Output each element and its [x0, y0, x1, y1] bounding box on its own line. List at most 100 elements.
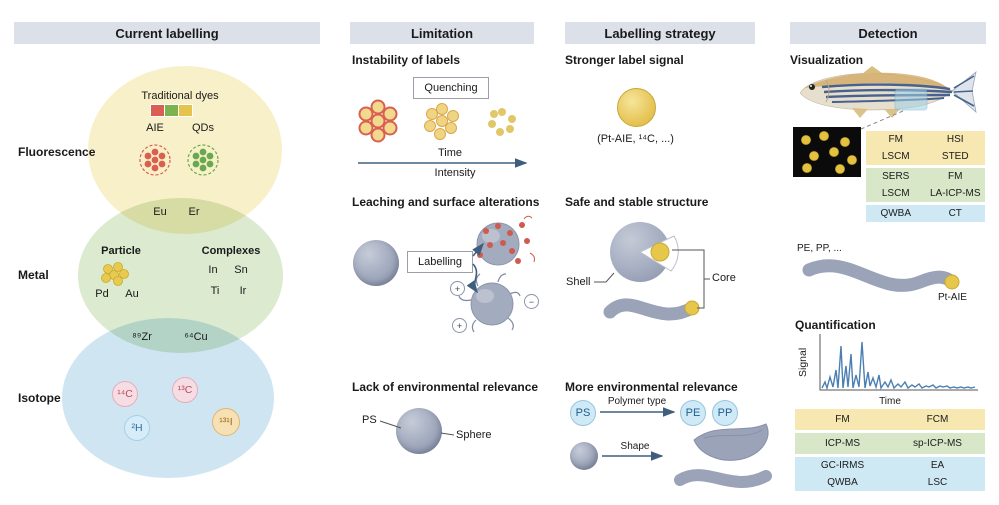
pt-aie-dot — [944, 274, 960, 290]
stable-title: Safe and stable structure — [565, 195, 709, 209]
header-detection: Detection — [790, 22, 986, 44]
isotope-c14-badge: ¹⁴C — [112, 381, 138, 407]
particle-cluster — [101, 262, 129, 286]
vis-table-group-metal: SERS FM LSCM LA-ICP-MS — [866, 168, 985, 202]
lack-environmental-title: Lack of environmental relevance — [352, 380, 539, 394]
method-cell: GC-IRMS — [820, 460, 865, 471]
method-cell: FM — [948, 171, 963, 182]
leached-sphere — [476, 215, 535, 266]
labelled-fiber — [603, 298, 699, 321]
table-row: FM HSI — [866, 131, 985, 148]
highlighted-region — [894, 88, 928, 111]
zr89-label: ⁸⁹Zr — [132, 331, 152, 343]
isotope-label: Isotope — [18, 391, 61, 405]
qds-label: QDs — [192, 122, 214, 134]
shape-label: Shape — [620, 441, 650, 452]
header-current-labelling: Current labelling — [14, 22, 320, 44]
header-labelling-strategy: Labelling strategy — [565, 22, 755, 44]
method-cell: ICP-MS — [825, 438, 860, 449]
header-limitation: Limitation — [350, 22, 534, 44]
shape-sphere — [570, 442, 598, 470]
au-label: Au — [125, 288, 139, 300]
pd-label: Pd — [95, 288, 109, 300]
method-cell: FCM — [926, 414, 949, 425]
pe-pp-label: PE, PP, ... — [797, 243, 842, 254]
method-cell: HSI — [946, 134, 964, 145]
signal-chart — [819, 334, 978, 391]
core-label: Core — [712, 272, 736, 284]
visualization-methods-table: FM HSI LSCM STED SERS FM LSCM LA-ICP-MS … — [866, 131, 985, 222]
stronger-caption: (Pt-AIE, ¹⁴C, ...) — [597, 133, 674, 145]
signal-axis-label: Signal — [797, 347, 809, 377]
ir-label: Ir — [239, 285, 247, 297]
method-cell: FM — [888, 134, 903, 145]
labelling-box: Labelling — [407, 251, 473, 273]
dye-swatch-red — [150, 104, 165, 117]
ps-label-limitation: PS — [362, 414, 377, 426]
aie-label: AIE — [146, 122, 164, 134]
stronger-title: Stronger label signal — [565, 53, 684, 67]
dye-swatch-green — [164, 104, 179, 117]
table-row: QWBA CT — [866, 205, 985, 222]
quantification-title: Quantification — [795, 318, 876, 332]
method-cell: QWBA — [880, 208, 912, 219]
fish-eye — [809, 84, 815, 90]
eu-label: Eu — [153, 206, 167, 218]
more-environmental-title: More environmental relevance — [565, 380, 738, 394]
table-row: LSCM LA-ICP-MS — [866, 185, 985, 202]
aie-qds-clusters — [139, 144, 219, 176]
quantification-methods-table: FM FCM ICP-MS sp-ICP-MS GC-IRMS EA QWBA … — [795, 409, 985, 491]
fiber-core-dot — [684, 300, 700, 316]
complexes-label: Complexes — [201, 245, 261, 257]
pt-aie-label: Pt-AIE — [938, 292, 967, 303]
instability-title: Instability of labels — [352, 53, 461, 67]
dye-swatch-yellow — [178, 104, 193, 117]
pristine-sphere — [353, 240, 399, 286]
method-cell: SERS — [882, 171, 910, 182]
er-label: Er — [188, 206, 200, 218]
cu64-label: ⁶⁴Cu — [184, 331, 208, 343]
time-axis-label-chart: Time — [879, 396, 901, 407]
quant-table-group-fluorescence: FM FCM — [795, 409, 985, 430]
method-cell: FM — [835, 414, 850, 425]
vis-table-group-isotope: QWBA CT — [866, 205, 985, 222]
zebrafish-illustration — [799, 66, 977, 118]
charge-plus-2: + — [452, 318, 467, 333]
traditional-dyes-label: Traditional dyes — [141, 90, 219, 102]
in-label: In — [208, 264, 218, 276]
method-cell: EA — [930, 460, 945, 471]
intensity-axis-label: Intensity — [434, 167, 476, 179]
microscopy-particles — [801, 131, 857, 174]
charge-minus: − — [524, 294, 539, 309]
ti-label: Ti — [210, 285, 220, 297]
method-cell: sp-ICP-MS — [913, 438, 962, 449]
signal-trace — [821, 341, 976, 391]
quenching-clusters — [358, 99, 516, 143]
table-row: SERS FM — [866, 168, 985, 185]
pp-badge: PP — [712, 400, 738, 426]
charged-sphere — [458, 273, 521, 333]
microscopy-inset — [793, 127, 861, 177]
method-cell: STED — [941, 151, 969, 162]
table-row: FM FCM — [795, 409, 985, 430]
ps-badge: PS — [570, 400, 596, 426]
venn-isotope-ellipse — [62, 318, 274, 478]
method-cell: LA-ICP-MS — [929, 188, 981, 199]
strong-label-particle — [617, 88, 656, 127]
polymer-type-label: Polymer type — [607, 396, 667, 407]
fluorescence-label: Fluorescence — [18, 145, 96, 159]
metal-label: Metal — [18, 268, 49, 282]
visualization-title: Visualization — [790, 53, 864, 67]
method-cell: QWBA — [827, 477, 858, 488]
method-cell: LSC — [927, 477, 948, 488]
table-row: QWBA LSC — [795, 474, 985, 491]
sphere-label: Sphere — [456, 429, 492, 441]
isotope-i131-badge: ¹³¹I — [212, 408, 240, 436]
method-cell: LSCM — [881, 188, 910, 199]
isotope-h2-badge: ²H — [124, 415, 150, 441]
particle-label: Particle — [101, 245, 141, 257]
method-cell: LSCM — [881, 151, 910, 162]
quenching-box: Quenching — [413, 77, 489, 99]
sn-label: Sn — [234, 264, 248, 276]
